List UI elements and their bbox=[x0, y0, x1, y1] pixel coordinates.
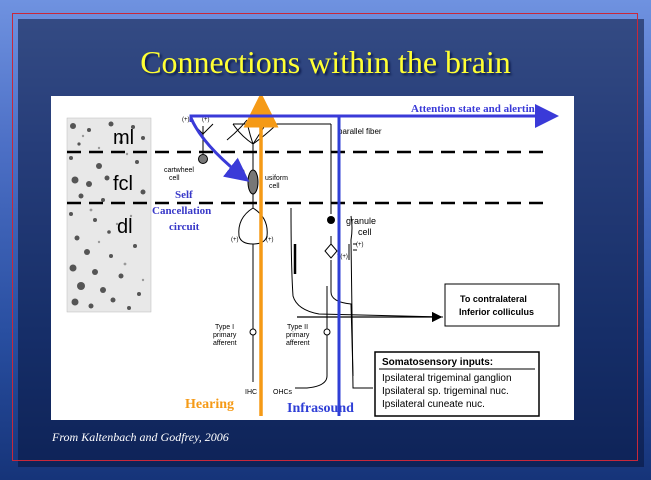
layer-label-fcl: fcl bbox=[113, 173, 133, 195]
somatosensory-item-3: Ipsilateral cuneate nuc. bbox=[382, 399, 485, 410]
contralateral-box bbox=[444, 283, 560, 327]
fusiform-cell-body bbox=[247, 169, 259, 195]
type2-label-1: Type II bbox=[287, 324, 308, 331]
sign-plus-5: (+) bbox=[356, 242, 364, 248]
hearing-label: Hearing bbox=[185, 397, 234, 412]
slide-frame bbox=[12, 13, 638, 461]
histology-image bbox=[66, 117, 152, 313]
type1-label-1: Type I bbox=[215, 324, 234, 331]
granule-label-1: granule bbox=[346, 216, 376, 226]
contralateral-label-1: To contralateral bbox=[460, 294, 527, 304]
type1-label-2: primary bbox=[213, 332, 237, 339]
parallel-fiber-label: parallel fiber bbox=[338, 127, 382, 136]
sign-plus-4: (+) bbox=[266, 237, 274, 243]
somatosensory-item-1: Ipsilateral trigeminal ganglion bbox=[382, 373, 512, 384]
type2-label-2: primary bbox=[286, 332, 310, 339]
ohcs-label: OHCs bbox=[273, 389, 293, 396]
granule-circuit bbox=[330, 124, 357, 377]
sign-plus-3: (+) bbox=[231, 237, 239, 243]
cartwheel-label-2: cell bbox=[169, 175, 180, 182]
type1-label-3: afferent bbox=[213, 340, 237, 347]
granule-label-2: cell bbox=[358, 227, 372, 237]
primary-afferents bbox=[252, 256, 328, 389]
diagram-svg: ml fcl dl parallel fiber cartwheel cell … bbox=[66, 96, 560, 417]
layer-label-dl: dl bbox=[117, 216, 133, 238]
self-label-3: circuit bbox=[169, 221, 200, 233]
sign-plus-1: (+) bbox=[182, 117, 190, 123]
ihc-label: IHC bbox=[245, 389, 257, 396]
fusiform-dendrites bbox=[226, 119, 278, 170]
cartwheel-cell-body bbox=[198, 154, 208, 164]
somatosensory-item-2: Ipsilateral sp. trigeminal nuc. bbox=[382, 386, 509, 397]
fusiform-label-2: cell bbox=[269, 183, 280, 190]
somatosensory-box bbox=[374, 351, 540, 417]
self-label-1: Self bbox=[175, 189, 193, 201]
somatosensory-title: Somatosensory inputs: bbox=[382, 357, 493, 368]
layer-label-ml: ml bbox=[113, 127, 134, 149]
fusiform-label-1: usiform bbox=[265, 175, 288, 182]
cartwheel-label-1: cartwheel bbox=[164, 167, 194, 174]
infrasound-path bbox=[189, 114, 341, 416]
slide-title: Connections within the brain bbox=[140, 44, 511, 80]
sign-plus-2: (+) bbox=[202, 117, 210, 123]
citation: From Kaltenbach and Godfrey, 2006 bbox=[52, 430, 229, 444]
self-label-2: Cancellation bbox=[152, 205, 211, 217]
attention-label: Attention state and alerting bbox=[411, 103, 541, 115]
self-cancellation-arrow bbox=[189, 116, 250, 182]
type2-afferent-soma bbox=[323, 328, 331, 336]
diagram-figure: ml fcl dl parallel fiber cartwheel cell … bbox=[51, 96, 574, 420]
infrasound-label: Infrasound bbox=[287, 401, 354, 416]
somatosensory-connector bbox=[350, 215, 373, 389]
contralateral-label-2: Inferior colliculus bbox=[459, 307, 534, 317]
type2-label-3: afferent bbox=[286, 340, 310, 347]
type1-afferent-soma bbox=[249, 328, 257, 336]
glomerulus-diamond bbox=[324, 243, 338, 259]
sign-question: ?(+) bbox=[337, 254, 348, 260]
granule-cell-body bbox=[327, 216, 335, 224]
